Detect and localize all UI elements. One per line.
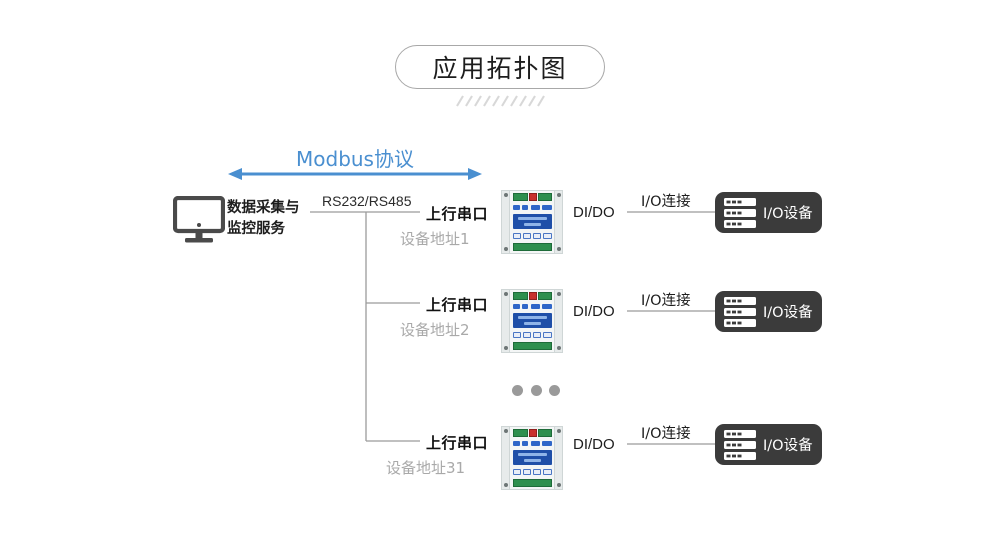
ellipsis-dot <box>512 385 523 396</box>
dido-label-1: DI/DO <box>573 204 615 221</box>
server-icon <box>724 429 756 460</box>
host-label-line2: 监控服务 <box>227 221 285 237</box>
io-link-label-1: I/O连接 <box>641 194 691 210</box>
io-device-box-3: I/O设备 <box>715 424 822 465</box>
io-device-label-1: I/O设备 <box>763 206 813 222</box>
bus-protocol-label: RS232/RS485 <box>322 193 412 209</box>
page-title: 应用拓扑图 <box>432 54 568 83</box>
host-label-line1: 数据采集与 <box>227 200 300 216</box>
ellipsis-dot <box>530 385 542 396</box>
io-link-label-2: I/O连接 <box>641 293 691 309</box>
dido-label-3: DI/DO <box>573 436 615 453</box>
branch-title-3: 上行串口 <box>426 434 489 452</box>
branch-title-2: 上行串口 <box>426 296 489 314</box>
io-link-label-3: I/O连接 <box>641 426 691 442</box>
modbus-bidirectional-arrow <box>228 168 482 180</box>
server-icon <box>724 197 756 228</box>
modbus-protocol-label: Modbus协议 <box>296 147 414 171</box>
monitor-icon <box>173 196 225 243</box>
io-device-box-1: I/O设备 <box>715 192 822 233</box>
branch-subtitle-3: 设备地址31 <box>386 459 466 477</box>
io-module-device-2 <box>501 289 563 353</box>
server-icon <box>724 296 756 327</box>
dido-label-2: DI/DO <box>573 303 615 320</box>
io-module-device-1 <box>501 190 563 254</box>
ellipsis-dot <box>549 385 560 396</box>
io-device-box-2: I/O设备 <box>715 291 822 332</box>
branch-title-1: 上行串口 <box>426 205 489 223</box>
branch-subtitle-2: 设备地址2 <box>400 321 470 339</box>
page-title-badge: 应用拓扑图 <box>395 45 605 89</box>
host-label: 数据采集与 监控服务 <box>227 198 300 240</box>
io-module-device-3 <box>501 426 563 490</box>
title-hatch-decoration <box>456 95 545 107</box>
ellipsis-indicator <box>512 385 560 396</box>
io-device-label-2: I/O设备 <box>763 305 813 321</box>
io-device-label-3: I/O设备 <box>763 438 813 454</box>
branch-subtitle-1: 设备地址1 <box>400 230 470 248</box>
